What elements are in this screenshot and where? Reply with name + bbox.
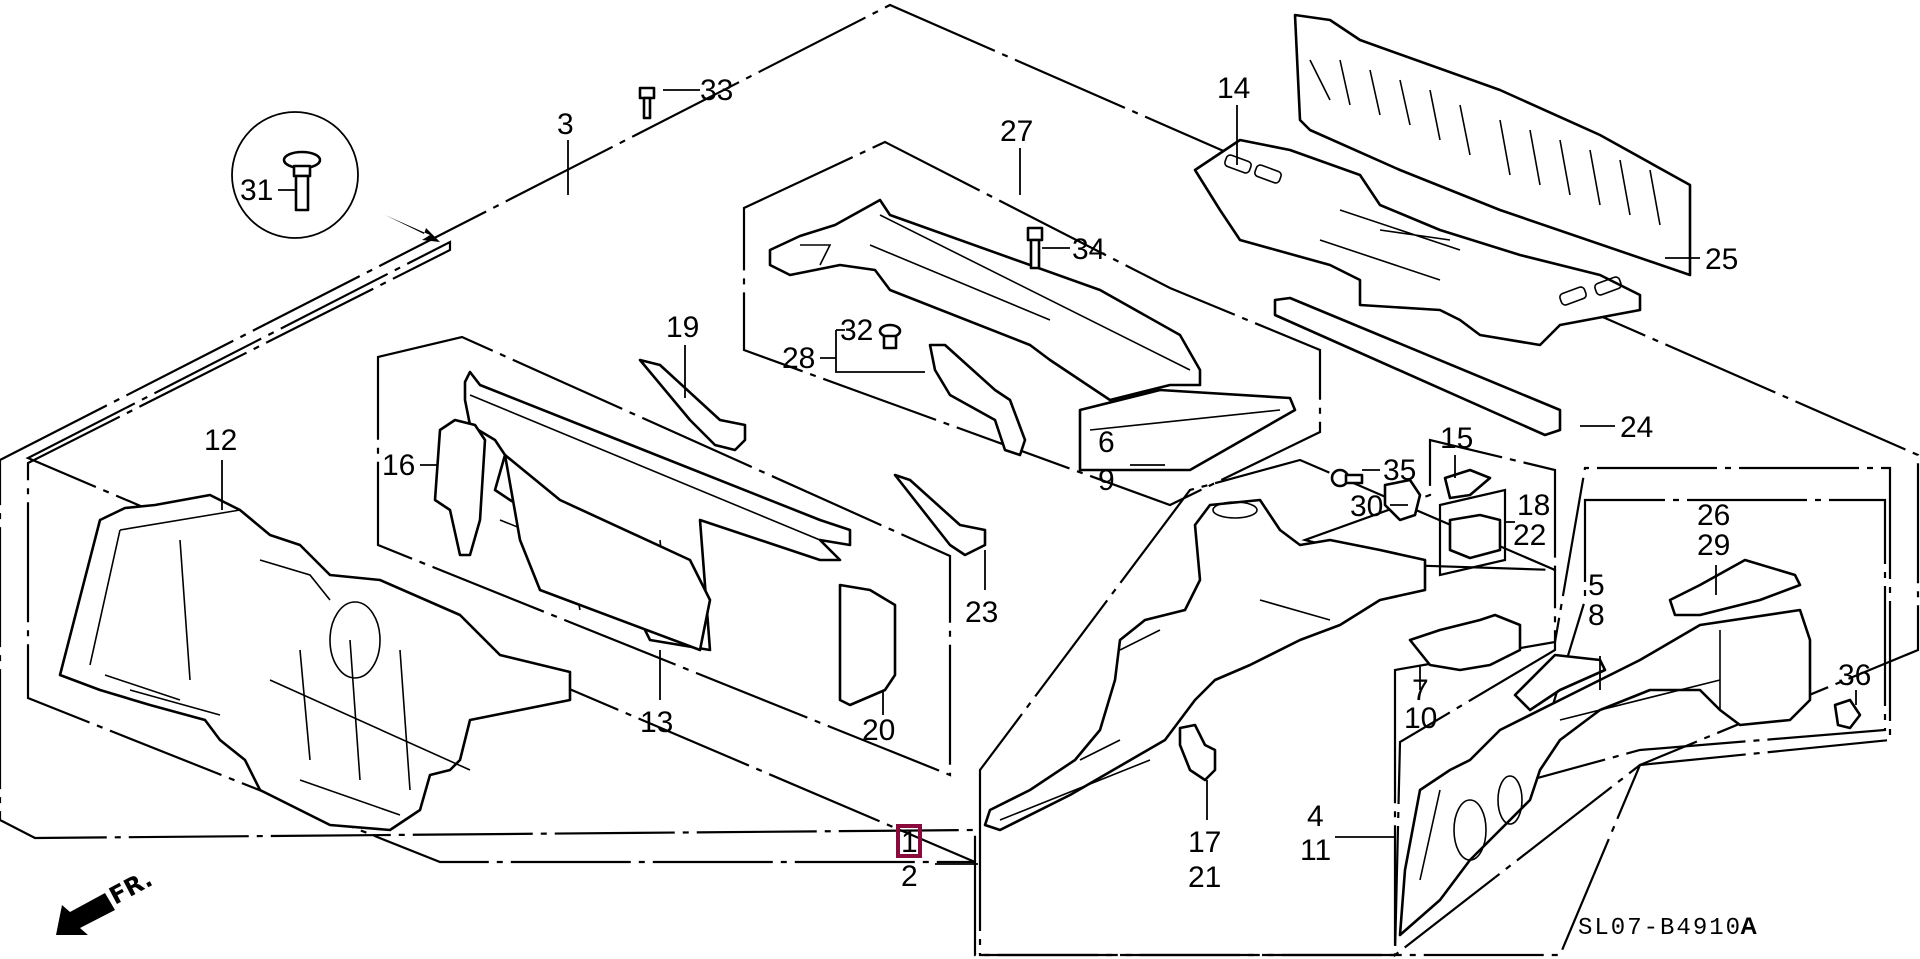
callout-13[interactable]: 13 [640, 706, 673, 739]
callout-21[interactable]: 21 [1188, 861, 1221, 894]
callout-1-highlight-box [896, 824, 922, 858]
callout-29[interactable]: 29 [1697, 529, 1730, 562]
front-direction-indicator: FR. [56, 865, 157, 935]
callout-18[interactable]: 18 [1517, 489, 1550, 522]
callout-25[interactable]: 25 [1705, 243, 1738, 276]
bracket-26-part [1668, 558, 1802, 617]
parts [58, 13, 1862, 937]
callout-14[interactable]: 14 [1217, 72, 1250, 105]
callout-9[interactable]: 9 [1098, 464, 1115, 497]
callout-24[interactable]: 24 [1620, 411, 1653, 444]
bracket-7-part [1408, 613, 1522, 672]
group-boundaries [0, 3, 1920, 958]
callout-5[interactable]: 5 [1588, 569, 1605, 602]
boundary-inner-5 [1528, 498, 1887, 782]
inset-pointer-arrow-icon [385, 215, 440, 242]
boundary-bracket-18 [1438, 488, 1507, 577]
clip-36-part [1833, 698, 1862, 730]
callout-17[interactable]: 17 [1188, 826, 1221, 859]
side-panel-4-part [1398, 608, 1812, 937]
bracket-15-small [1443, 468, 1492, 500]
rear-panel-part [463, 370, 852, 652]
boundary-outer-3 [0, 3, 1920, 957]
callout-26[interactable]: 26 [1697, 499, 1730, 532]
crossmember-27-part [768, 198, 1297, 472]
brace-23-part [893, 473, 987, 557]
callout-2[interactable]: 2 [901, 860, 918, 893]
callout-27[interactable]: 27 [1000, 115, 1033, 148]
callout-16[interactable]: 16 [382, 449, 415, 482]
callout-34[interactable]: 34 [1072, 233, 1105, 266]
callout-15[interactable]: 15 [1440, 422, 1473, 455]
front-direction-label: FR. [105, 865, 157, 911]
callout-23[interactable]: 23 [965, 596, 998, 629]
rear-floor-panel-part [58, 493, 572, 832]
callout-32[interactable]: 32 [840, 314, 873, 347]
fastener-35 [1330, 468, 1364, 488]
fastener-32 [878, 323, 902, 350]
callout-33[interactable]: 33 [700, 74, 733, 107]
callout-8[interactable]: 8 [1588, 599, 1605, 632]
fastener-33 [638, 86, 656, 120]
callout-11[interactable]: 11 [1300, 834, 1331, 867]
rear-frame-1-part [983, 498, 1427, 832]
brace-19-part [638, 358, 747, 452]
callout-10[interactable]: 10 [1404, 702, 1437, 735]
callout-1[interactable]: 1 [901, 826, 918, 859]
callout-7[interactable]: 7 [1412, 674, 1429, 707]
detail-inset-31 [231, 111, 440, 242]
front-arrow-icon [56, 893, 115, 935]
callout-31[interactable]: 31 [240, 174, 273, 207]
callout-labels: 1 2 3 4 5 6 7 8 9 10 11 12 13 14 15 16 1… [204, 72, 1871, 894]
callout-12[interactable]: 12 [204, 424, 237, 457]
bracket-18-small [1448, 513, 1502, 560]
bracket-20-part [838, 583, 897, 707]
bracket-5-part [1513, 653, 1607, 712]
callout-20[interactable]: 20 [862, 714, 895, 747]
leader-lines [221, 89, 1857, 865]
callout-19[interactable]: 19 [666, 311, 699, 344]
boundary-rear-frame-1 [978, 458, 1557, 957]
nut-30 [1383, 478, 1422, 522]
callout-22[interactable]: 22 [1513, 519, 1546, 552]
callout-36[interactable]: 36 [1838, 659, 1871, 692]
boundary-rear-floor-12 [25, 240, 976, 864]
drawing-code-suffix: A [1740, 913, 1757, 940]
bracket-28-part [928, 343, 1027, 457]
drawing-code: SL07-B4910 A [1578, 913, 1757, 942]
bracket-16-part [433, 418, 487, 557]
callout-4[interactable]: 4 [1307, 800, 1324, 833]
callout-30[interactable]: 30 [1350, 490, 1383, 523]
rear-floor-14-part [1193, 138, 1642, 347]
callout-6[interactable]: 6 [1098, 426, 1115, 459]
boundary-rear-panel-13 [376, 335, 952, 777]
callout-28[interactable]: 28 [782, 342, 815, 375]
rail-24-part [1273, 296, 1562, 437]
bracket-17-part [1178, 723, 1217, 782]
callout-3[interactable]: 3 [557, 108, 574, 141]
drawing-code-text: SL07-B4910 [1578, 915, 1742, 942]
boundary-crossmember-27 [742, 140, 1322, 507]
fastener-34 [1026, 226, 1044, 270]
callout-35[interactable]: 35 [1383, 454, 1416, 487]
rear-panel-25-part [1293, 13, 1692, 277]
